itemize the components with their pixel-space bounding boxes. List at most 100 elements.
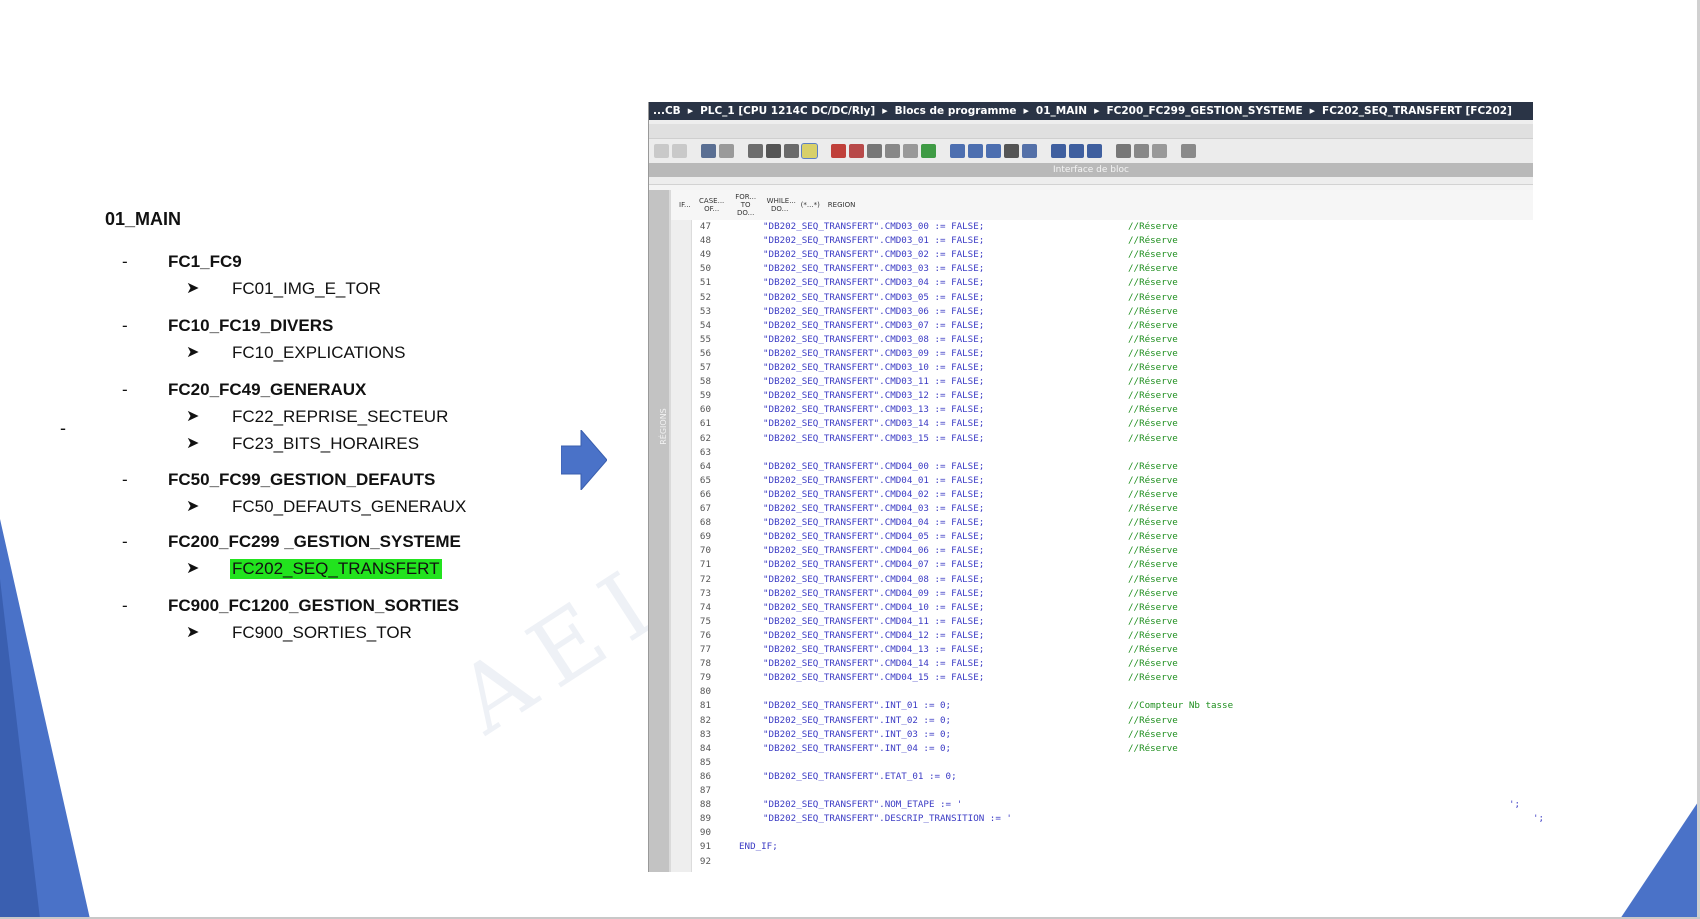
code-line[interactable]: 64"DB202_SEQ_TRANSFERT".CMD04_00 := FALS…	[671, 460, 1533, 474]
code-line[interactable]: 73"DB202_SEQ_TRANSFERT".CMD04_09 := FALS…	[671, 587, 1533, 601]
toolbar-button[interactable]	[903, 144, 918, 158]
toolbar-button[interactable]	[867, 144, 882, 158]
line-number: 55	[699, 333, 711, 345]
code-line[interactable]: 85	[671, 756, 1533, 770]
breadcrumb-item[interactable]: FC200_FC299_GESTION_SYSTEME	[1106, 105, 1303, 117]
code-line[interactable]: 65"DB202_SEQ_TRANSFERT".CMD04_01 := FALS…	[671, 474, 1533, 488]
toolbar-button[interactable]	[831, 144, 846, 158]
code-line[interactable]: 67"DB202_SEQ_TRANSFERT".CMD04_03 := FALS…	[671, 502, 1533, 516]
toolbar-button[interactable]	[1051, 144, 1066, 158]
code-line[interactable]: 54"DB202_SEQ_TRANSFERT".CMD03_07 := FALS…	[671, 319, 1533, 333]
toolbar-button[interactable]	[1181, 144, 1196, 158]
toolbar-button[interactable]	[968, 144, 983, 158]
toolbar-button[interactable]	[748, 144, 763, 158]
code-line[interactable]: 62"DB202_SEQ_TRANSFERT".CMD03_15 := FALS…	[671, 432, 1533, 446]
code-line[interactable]: 89"DB202_SEQ_TRANSFERT".DESCRIP_TRANSITI…	[671, 812, 1544, 826]
code-line[interactable]: 57"DB202_SEQ_TRANSFERT".CMD03_10 := FALS…	[671, 361, 1533, 375]
code-line[interactable]: 59"DB202_SEQ_TRANSFERT".CMD03_12 := FALS…	[671, 389, 1533, 403]
breadcrumb-item[interactable]: Blocs de programme	[894, 105, 1017, 117]
code-line[interactable]: 83"DB202_SEQ_TRANSFERT".INT_03 := 0;//Ré…	[671, 728, 1533, 742]
toolbar-button[interactable]	[1134, 144, 1149, 158]
toolbar-button[interactable]	[719, 144, 734, 158]
toolbar-button[interactable]	[986, 144, 1001, 158]
code-line[interactable]: 63	[671, 446, 1533, 460]
toolbar-button[interactable]	[885, 144, 900, 158]
toolbar-button[interactable]	[801, 143, 818, 159]
code-comment: //Réserve	[1128, 362, 1178, 373]
toolbar-button[interactable]	[672, 144, 687, 158]
code-statement: END_IF;	[739, 841, 778, 853]
code-line[interactable]: 79"DB202_SEQ_TRANSFERT".CMD04_15 := FALS…	[671, 671, 1533, 685]
code-line[interactable]: 51"DB202_SEQ_TRANSFERT".CMD03_04 := FALS…	[671, 276, 1533, 290]
toolbar-button[interactable]	[1069, 144, 1084, 158]
line-number: 59	[699, 390, 711, 402]
toolbar-button[interactable]	[701, 144, 716, 158]
code-line[interactable]: 74"DB202_SEQ_TRANSFERT".CMD04_10 := FALS…	[671, 601, 1533, 615]
breadcrumb-item[interactable]: 01_MAIN	[1035, 105, 1088, 117]
code-line[interactable]: 76"DB202_SEQ_TRANSFERT".CMD04_12 := FALS…	[671, 629, 1533, 643]
toolbar-button[interactable]	[766, 144, 781, 158]
code-line[interactable]: 58"DB202_SEQ_TRANSFERT".CMD03_11 := FALS…	[671, 375, 1533, 389]
code-line[interactable]: 71"DB202_SEQ_TRANSFERT".CMD04_07 := FALS…	[671, 558, 1533, 572]
code-line[interactable]: 72"DB202_SEQ_TRANSFERT".CMD04_08 := FALS…	[671, 573, 1533, 587]
instruction-tab[interactable]: IF...	[679, 201, 691, 209]
breadcrumb-item[interactable]: ...CB	[653, 105, 681, 117]
instruction-tab[interactable]: CASE... OF...	[699, 197, 725, 213]
toolbar-button[interactable]	[1004, 144, 1019, 158]
toolbar-button[interactable]	[849, 144, 864, 158]
instruction-tab[interactable]: REGION	[827, 201, 856, 209]
toolbar-button[interactable]	[1116, 144, 1131, 158]
toolbar-button[interactable]	[1152, 144, 1167, 158]
code-line[interactable]: 48"DB202_SEQ_TRANSFERT".CMD03_01 := FALS…	[671, 234, 1533, 248]
instruction-tab[interactable]: (*...*)	[800, 201, 820, 209]
code-line[interactable]: 68"DB202_SEQ_TRANSFERT".CMD04_04 := FALS…	[671, 516, 1533, 530]
instruction-tab[interactable]: WHILE... DO...	[766, 197, 796, 213]
code-line[interactable]: 84"DB202_SEQ_TRANSFERT".INT_04 := 0;//Ré…	[671, 742, 1533, 756]
code-line[interactable]: 90	[671, 826, 1533, 840]
line-number: 56	[699, 347, 711, 359]
code-comment: //Réserve	[1128, 460, 1178, 472]
breadcrumb-item[interactable]: FC202_SEQ_TRANSFERT [FC202]	[1322, 105, 1512, 117]
code-line[interactable]: 60"DB202_SEQ_TRANSFERT".CMD03_13 := FALS…	[671, 403, 1533, 417]
toolbar-button[interactable]	[784, 144, 799, 158]
code-statement: "DB202_SEQ_TRANSFERT".CMD04_01 := FALSE;	[763, 474, 985, 486]
code-line[interactable]: 49"DB202_SEQ_TRANSFERT".CMD03_02 := FALS…	[671, 248, 1533, 262]
code-line[interactable]: 82"DB202_SEQ_TRANSFERT".INT_02 := 0;//Ré…	[671, 714, 1533, 728]
code-line[interactable]: 87	[671, 784, 1533, 798]
toolbar-button[interactable]	[654, 144, 669, 158]
breadcrumb-item[interactable]: PLC_1 [CPU 1214C DC/DC/Rly]	[700, 105, 876, 117]
code-line[interactable]: 70"DB202_SEQ_TRANSFERT".CMD04_06 := FALS…	[671, 544, 1533, 558]
regions-panel[interactable]: RÉGIONS	[649, 190, 669, 872]
code-line[interactable]: 52"DB202_SEQ_TRANSFERT".CMD03_05 := FALS…	[671, 291, 1533, 305]
code-line[interactable]: 78"DB202_SEQ_TRANSFERT".CMD04_14 := FALS…	[671, 657, 1533, 671]
tree-group-label: FC50_FC99_GESTION_DEFAUTS	[168, 470, 436, 489]
code-line[interactable]: 47"DB202_SEQ_TRANSFERT".CMD03_00 := FALS…	[671, 220, 1533, 234]
code-line[interactable]: 69"DB202_SEQ_TRANSFERT".CMD04_05 := FALS…	[671, 530, 1533, 544]
code-line[interactable]: 55"DB202_SEQ_TRANSFERT".CMD03_08 := FALS…	[671, 333, 1533, 347]
code-line[interactable]: 50"DB202_SEQ_TRANSFERT".CMD03_03 := FALS…	[671, 262, 1533, 276]
code-line[interactable]: 86"DB202_SEQ_TRANSFERT".ETAT_01 := 0;	[671, 770, 1533, 784]
code-line[interactable]: 53"DB202_SEQ_TRANSFERT".CMD03_06 := FALS…	[671, 305, 1533, 319]
code-area[interactable]: 47"DB202_SEQ_TRANSFERT".CMD03_00 := FALS…	[671, 220, 1544, 872]
toolbar-button[interactable]	[950, 144, 965, 158]
code-line[interactable]: 81"DB202_SEQ_TRANSFERT".INT_01 := 0;//Co…	[671, 699, 1533, 713]
code-line[interactable]: 80	[671, 685, 1533, 699]
tree-group-dash: -	[122, 470, 128, 489]
code-line[interactable]: 77"DB202_SEQ_TRANSFERT".CMD04_13 := FALS…	[671, 643, 1533, 657]
code-line[interactable]: 56"DB202_SEQ_TRANSFERT".CMD03_09 := FALS…	[671, 347, 1533, 361]
code-line[interactable]: 92	[671, 855, 1533, 869]
toolbar-button[interactable]	[1087, 144, 1102, 158]
block-interface-splitter[interactable]	[649, 177, 1533, 185]
tree-item-label: FC10_EXPLICATIONS	[232, 343, 406, 362]
instruction-tab[interactable]: FOR... TO DO...	[735, 193, 757, 217]
code-line[interactable]: 66"DB202_SEQ_TRANSFERT".CMD04_02 := FALS…	[671, 488, 1533, 502]
code-line[interactable]: 61"DB202_SEQ_TRANSFERT".CMD03_14 := FALS…	[671, 417, 1533, 431]
toolbar-button[interactable]	[921, 144, 936, 158]
code-statement: "DB202_SEQ_TRANSFERT".CMD03_10 := FALSE;	[763, 362, 985, 373]
code-line[interactable]: 88"DB202_SEQ_TRANSFERT".NOM_ETAPE := '';	[671, 798, 1533, 812]
toolbar-button[interactable]	[1022, 144, 1037, 158]
block-interface-bar[interactable]: Interface de bloc	[649, 163, 1533, 177]
line-number: 88	[699, 799, 711, 811]
code-line[interactable]: 75"DB202_SEQ_TRANSFERT".CMD04_11 := FALS…	[671, 615, 1533, 629]
